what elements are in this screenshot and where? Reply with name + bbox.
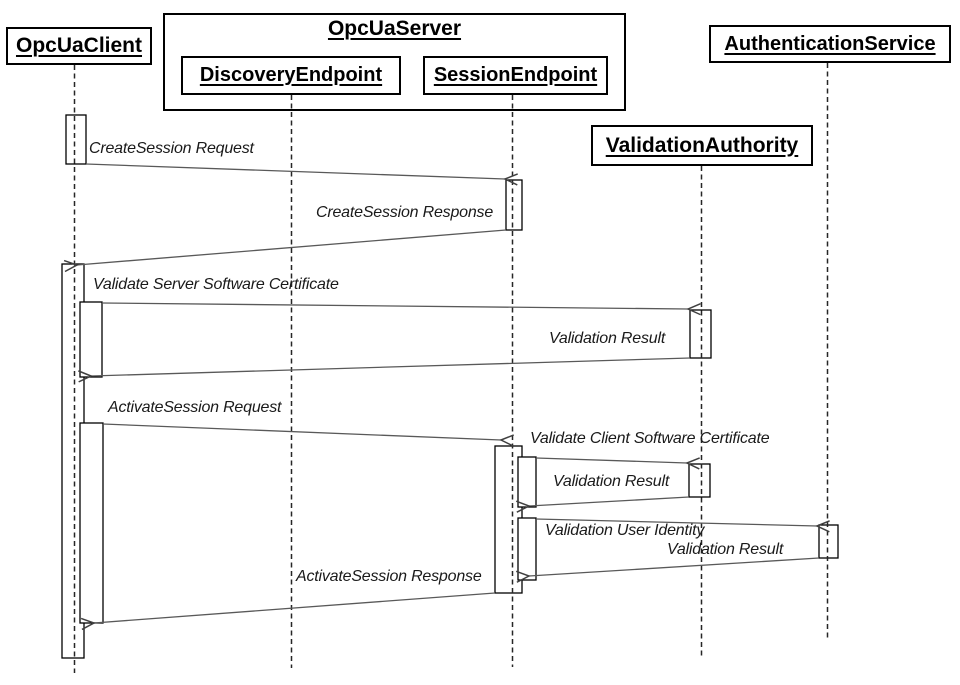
actor-box-authenticationservice: AuthenticationService (709, 25, 951, 63)
message-label-validation-result-identity: Validation Result (667, 541, 784, 558)
message-label-createsession-request: CreateSession Request (89, 140, 254, 157)
actor-label-validationauthority: ValidationAuthority (605, 133, 799, 157)
message-line-validate-client-certificate (535, 458, 687, 463)
message-line-validation-result-identity (529, 557, 820, 576)
actor-label-opcuaserver: OpcUaServer (327, 17, 462, 40)
message-label-validation-user-identity: Validation User Identity (545, 522, 705, 539)
message-line-createsession-request (85, 163, 505, 179)
message-label-activatesession-request: ActivateSession Request (108, 399, 282, 416)
actor-box-discoveryendpoint: DiscoveryEndpoint (181, 56, 401, 95)
message-line-activatesession-response (94, 592, 496, 623)
actor-title-opcuaserver: OpcUaServer (163, 17, 626, 41)
activation-bar-session-createsession (505, 179, 523, 231)
message-line-createsession-response (77, 229, 507, 265)
message-line-validate-server-certificate (101, 302, 688, 309)
actor-label-sessionendpoint: SessionEndpoint (433, 64, 598, 86)
actor-box-validationauthority: ValidationAuthority (591, 125, 813, 166)
actor-box-sessionendpoint: SessionEndpoint (423, 56, 608, 95)
actor-box-opcuaclient: OpcUaClient (6, 27, 152, 65)
message-label-validation-result-server: Validation Result (549, 330, 666, 347)
message-line-validation-result-client (529, 496, 690, 506)
actor-label-opcuaclient: OpcUaClient (15, 34, 143, 57)
activation-bar-session-validate-client-cert (517, 456, 537, 508)
activation-bar-client-activatesession (79, 422, 104, 624)
message-label-activatesession-response: ActivateSession Response (296, 568, 482, 585)
activation-bar-validation-server-cert (689, 309, 712, 359)
message-line-validation-result-server (91, 357, 691, 376)
activation-bar-auth-user-identity (818, 524, 839, 559)
activation-bar-validation-client-cert (688, 463, 711, 498)
message-line-validation-user-identity (535, 518, 817, 526)
activation-bar-client-validate-server-cert (79, 301, 103, 378)
message-label-validate-client-certificate: Validate Client Software Certificate (530, 430, 770, 447)
actor-label-authenticationservice: AuthenticationService (724, 32, 936, 55)
message-label-validate-server-certificate: Validate Server Software Certificate (93, 276, 339, 293)
activation-bar-client-createsession (65, 114, 87, 165)
message-label-createsession-response: CreateSession Response (316, 204, 494, 221)
actor-label-discoveryendpoint: DiscoveryEndpoint (199, 64, 383, 86)
activation-bar-session-user-identity (517, 517, 537, 581)
message-label-validation-result-client: Validation Result (553, 473, 670, 490)
message-line-activatesession-request (102, 423, 501, 440)
actor-box-opcuaserver (163, 13, 626, 111)
